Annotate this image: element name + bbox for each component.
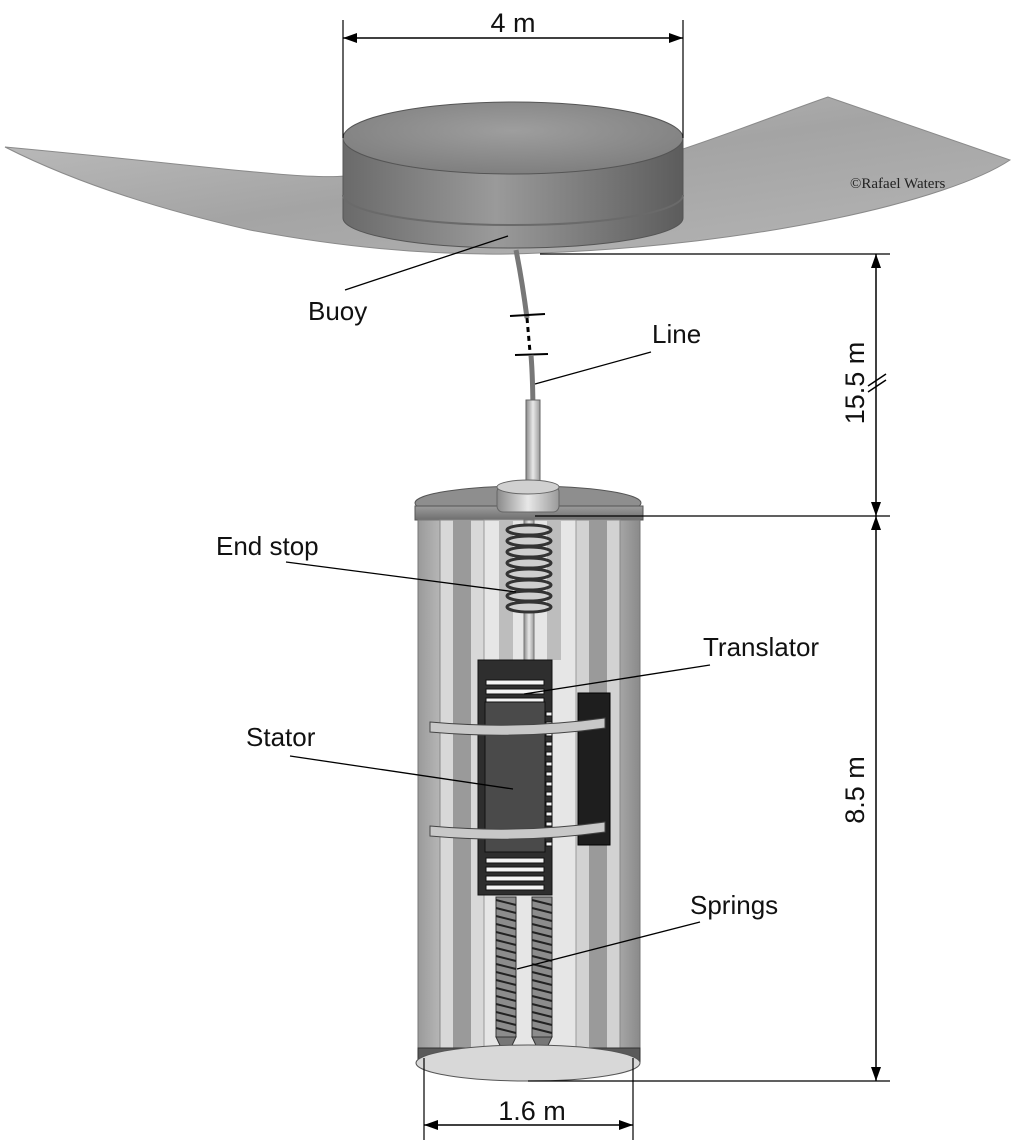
image-credit: ©Rafael Waters (850, 176, 945, 192)
connecting-line (509, 249, 549, 491)
leader-lines (285, 235, 711, 970)
end-stop-label: End stop (216, 531, 319, 561)
line-label: Line (652, 319, 701, 349)
stator-label: Stator (246, 722, 316, 752)
buoy-diameter-dimension: 4 m (342, 8, 684, 138)
buoy-label: Buoy (308, 296, 367, 326)
buoy-diameter-label: 4 m (490, 8, 535, 38)
generator-diameter-dimension: 1.6 m (423, 1058, 634, 1140)
stator-clamp-bands (429, 717, 606, 840)
line-length-label: 15.5 m (840, 342, 870, 425)
bottom-springs (495, 896, 553, 1060)
translator-label: Translator (703, 632, 819, 662)
generator-top-plate (414, 479, 644, 521)
generator-bottom-plate (415, 1044, 641, 1082)
generator-height-dimension: 8.5 m (528, 515, 890, 1082)
generator-height-label: 8.5 m (840, 756, 870, 824)
springs-label: Springs (690, 890, 778, 920)
generator-diameter-label: 1.6 m (498, 1096, 566, 1126)
line-length-dimension: 15.5 m (540, 253, 890, 516)
buoy (342, 101, 684, 249)
